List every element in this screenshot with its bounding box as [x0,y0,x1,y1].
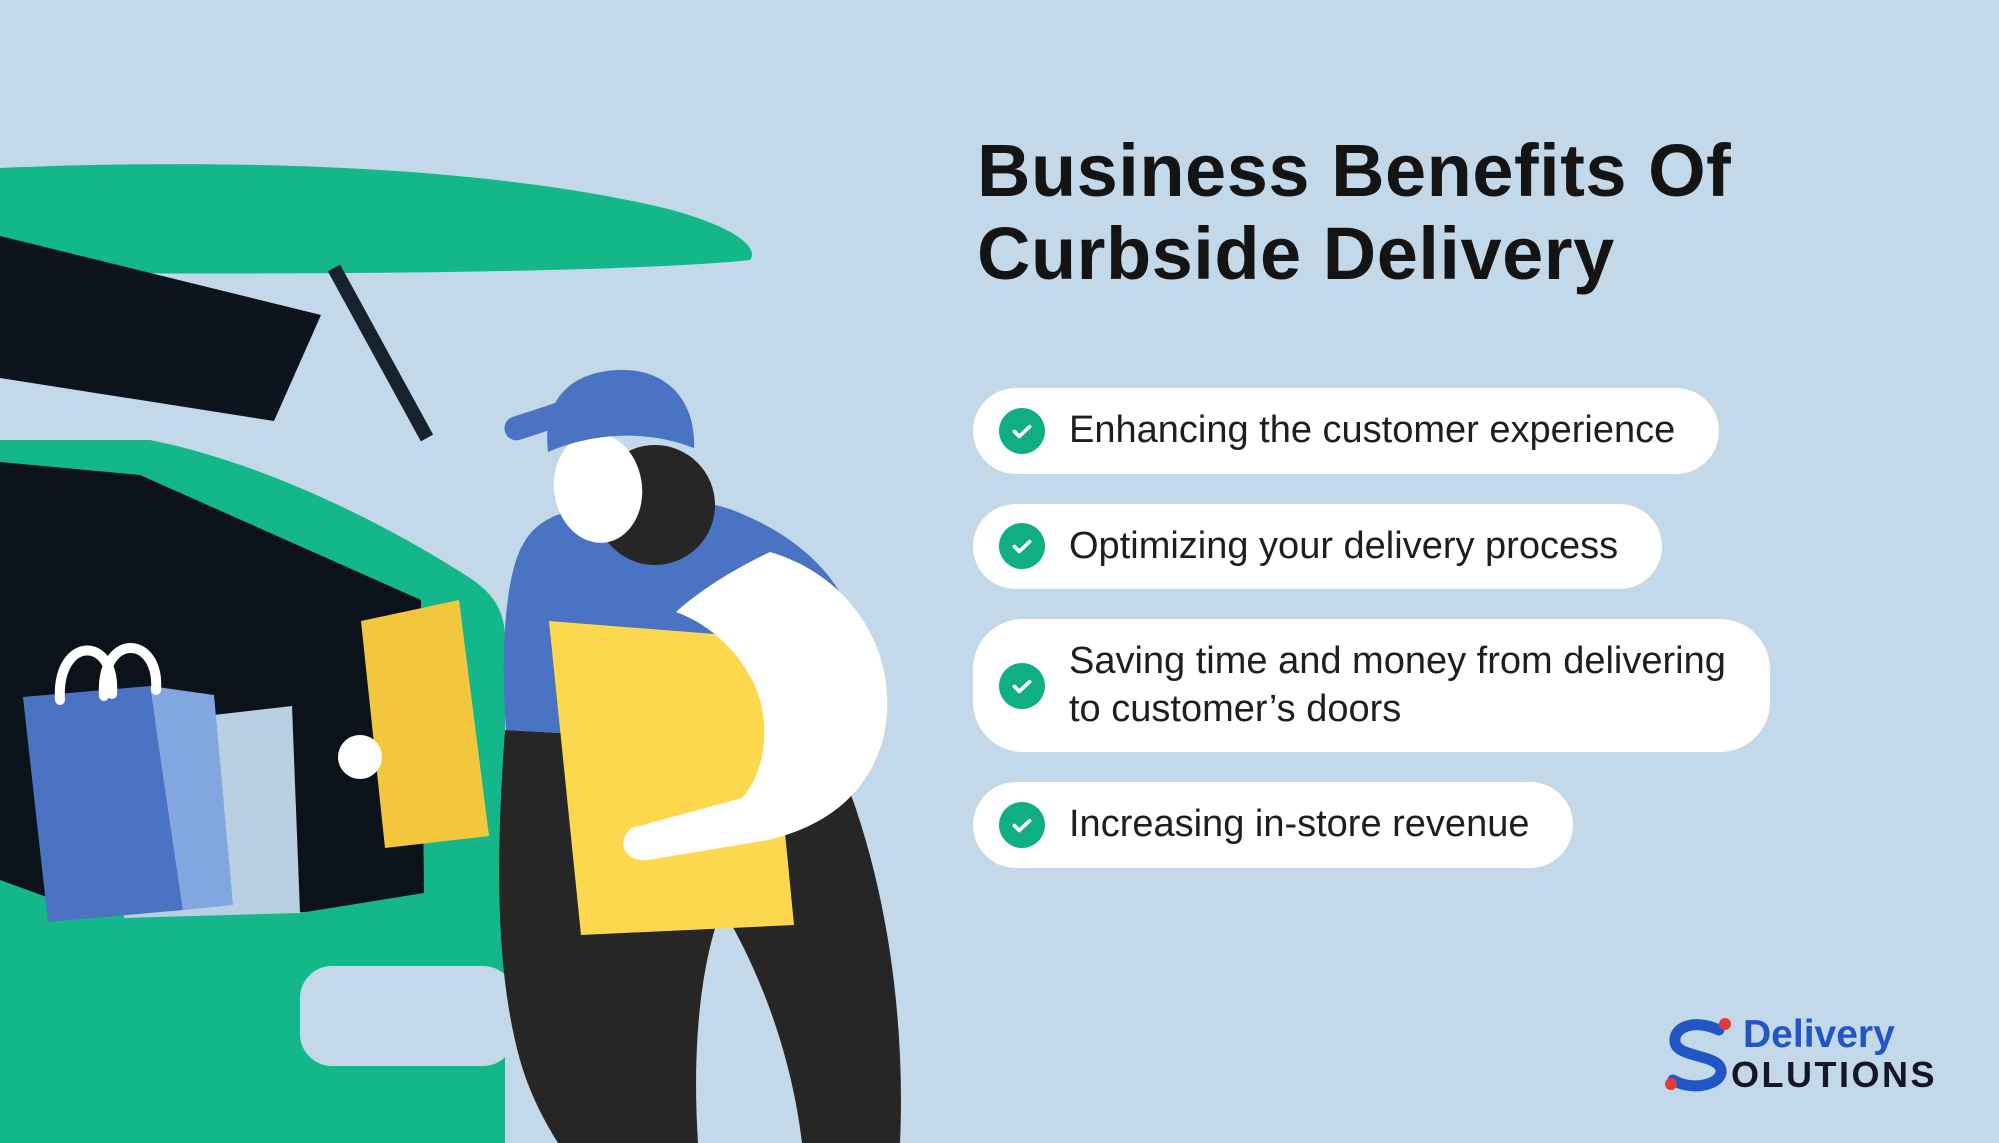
package-box-right-shape [549,621,794,935]
benefit-label: Increasing in-store revenue [1069,803,1530,845]
car-trunk-lid-shape [0,164,752,274]
person-face-shape [553,433,643,543]
trunk-strut-shape [327,264,434,442]
benefit-label: Saving time and money from delivering to… [1069,640,1726,730]
person-hand-shape [338,735,382,779]
trunk-lid-window-shape [0,236,321,421]
check-circle-icon [999,407,1045,454]
bumper-cutout-shape [300,966,515,1066]
logo-brand-bottom: OLUTIONS [1731,1054,1937,1095]
benefit-pill-customer-experience: Enhancing the customer experience [973,388,1720,474]
person-cap-shape [547,369,695,452]
logo-text: Delivery OLUTIONS [1731,1015,1937,1093]
benefits-list: Enhancing the customer experience Optimi… [973,388,1770,868]
check-circle-icon [999,801,1045,848]
pin-dot-top [1719,1018,1731,1030]
benefit-label: Enhancing the customer experience [1069,409,1676,451]
benefit-pill-delivery-process: Optimizing your delivery process [973,503,1663,589]
check-circle-icon [999,662,1045,709]
person-arm-shape [623,552,888,861]
shopping-bag-inner-shape [150,686,233,910]
shopping-bag-shape [23,686,183,922]
benefit-pill-saving-time-money: Saving time and money from delivering to… [973,619,1770,752]
shopping-bag-handles-shape [54,643,162,705]
pin-dot-bottom [1665,1078,1677,1090]
page-title-line1: Business Benefits Of [977,129,1732,212]
stylized-s-route-icon [1665,1018,1731,1092]
benefit-pill-instore-revenue: Increasing in-store revenue [973,782,1574,868]
page-title-line2: Curbside Delivery [977,211,1615,295]
package-box-left-shape [361,600,489,848]
delivery-solutions-logo: Delivery OLUTIONS [1663,1012,1937,1096]
logo-brand-top: Delivery [1743,1013,1895,1056]
page-title: Business Benefits Of Curbside Delivery [977,129,1732,296]
benefit-label: Optimizing your delivery process [1069,524,1619,567]
check-circle-icon [999,523,1045,570]
person-cap-brim-shape [504,396,590,441]
